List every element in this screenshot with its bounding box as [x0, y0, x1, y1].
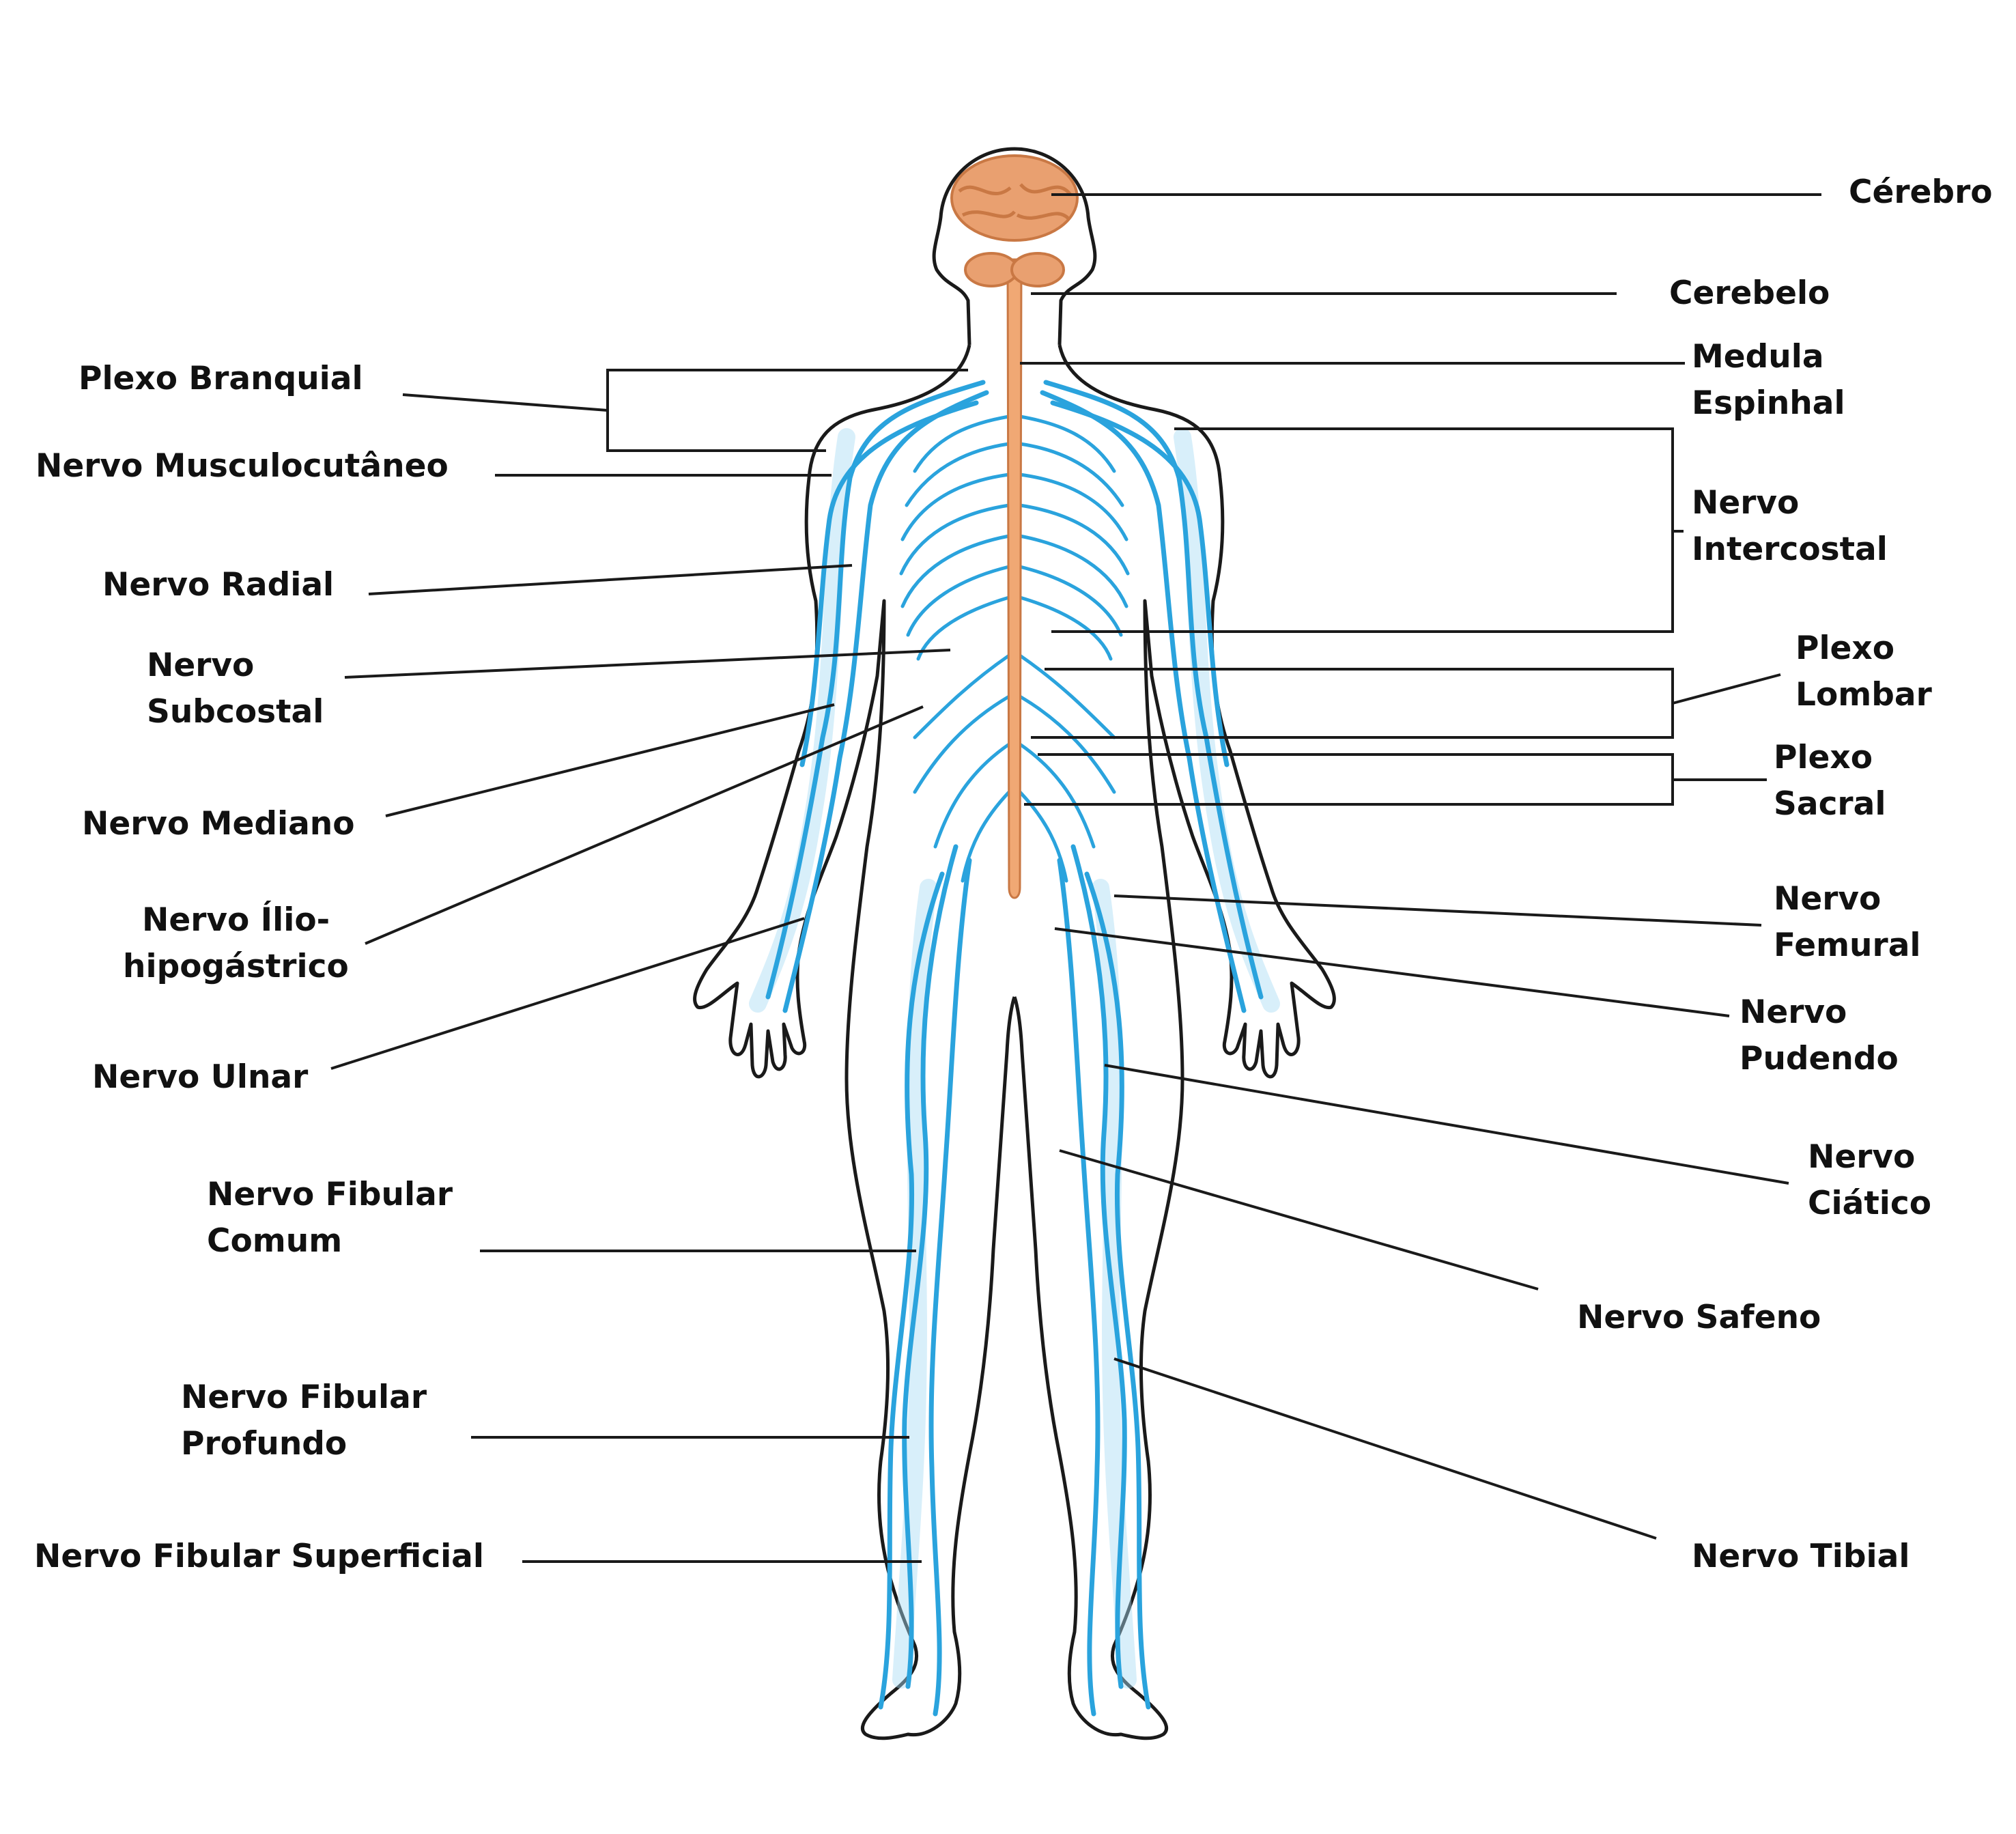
label-ilio-hipogastrico: Nervo Ílio- hipogástrico [123, 901, 349, 985]
label-radial: Nervo Radial [102, 566, 334, 604]
label-fibular-profundo: Nervo Fibular Profundo [181, 1379, 438, 1463]
cerebellum [964, 252, 1019, 287]
leader-safeno [1059, 1149, 1539, 1290]
leader-ciatico [1104, 1064, 1789, 1185]
label-medula-espinhal: Medula Espinhal [1692, 338, 1845, 422]
label-plexo-lombar: Plexo Lombar [1795, 630, 1933, 714]
bracket-plexo-sacral [1024, 753, 1767, 806]
label-plexo-lombar-line2: Lombar [1795, 676, 1933, 714]
right-side-outline [1012, 344, 1336, 1740]
label-subcostal-line2: Subcostal [147, 693, 324, 731]
label-subcostal: Nervo Subcostal [147, 647, 324, 731]
label-plexo-sacral-line1: Plexo [1774, 739, 1873, 776]
label-plexo-branquial: Plexo Branquial [79, 360, 363, 397]
spinal-cord [1006, 258, 1023, 899]
leader-ilio [365, 705, 924, 945]
label-fibular-comum-line1: Nervo Fibular [207, 1176, 453, 1213]
label-intercostal-line1: Nervo [1692, 484, 1799, 522]
label-fibular-superficial: Nervo Fibular Superficial [34, 1538, 484, 1575]
label-fibular-profundo-line2: Profundo [181, 1425, 347, 1463]
label-femural-line2: Femural [1774, 927, 1921, 964]
label-mediano: Nervo Mediano [82, 805, 355, 843]
label-safeno: Nervo Safeno [1577, 1299, 1821, 1336]
label-plexo-sacral: Plexo Sacral [1774, 739, 1886, 823]
leader-tibial [1113, 1357, 1657, 1540]
label-intercostal-line2: Intercostal [1692, 531, 1888, 568]
label-ulnar: Nervo Ulnar [92, 1058, 309, 1096]
intercostal-nerves [899, 414, 1130, 661]
central-nervous-system [950, 154, 1079, 899]
label-plexo-sacral-line2: Sacral [1774, 785, 1886, 823]
left-side-outline [693, 344, 1017, 1740]
leader-lines [330, 193, 1821, 1563]
label-ciatico-line1: Nervo [1808, 1138, 1915, 1176]
leader-ulnar [330, 917, 805, 1070]
label-ciatico: Nervo Ciático [1808, 1138, 1931, 1222]
peripheral-nerves [749, 380, 1280, 1717]
label-pudendo-line1: Nervo [1740, 993, 1847, 1031]
leader-pudendo [1054, 927, 1730, 1017]
leader-mediano [385, 703, 835, 817]
label-tibial: Nervo Tibial [1692, 1538, 1909, 1575]
leader-radial [368, 564, 853, 595]
label-medula-line2: Espinhal [1692, 384, 1845, 422]
label-cerebelo: Cerebelo [1669, 274, 1830, 312]
bracket-plexo-branquial [402, 369, 968, 452]
brain-illustration [950, 154, 1079, 287]
label-intercostal: Nervo Intercostal [1692, 484, 1888, 568]
labels: Cérebro Cerebelo Medula Espinhal Nervo I… [34, 173, 1993, 1575]
label-fibular-comum: Nervo Fibular Comum [207, 1176, 464, 1260]
label-ilio-line2: hipogástrico [123, 948, 349, 985]
label-subcostal-line1: Nervo [147, 647, 254, 684]
lumbar-sacral-branches [913, 653, 1116, 883]
leader-subcostal [344, 649, 951, 679]
label-femural: Nervo Femural [1774, 880, 1921, 964]
leader-femural [1113, 894, 1762, 927]
label-ilio-line1: Nervo Ílio- [142, 901, 330, 939]
leg-nerves [878, 844, 1151, 1717]
label-ciatico-line2: Ciático [1808, 1185, 1931, 1222]
label-cerebro: Cérebro [1849, 173, 1993, 211]
label-fibular-profundo-line1: Nervo Fibular [181, 1379, 427, 1416]
bracket-plexo-lombar [1031, 668, 1781, 739]
label-pudendo-line2: Pudendo [1740, 1040, 1899, 1077]
label-pudendo: Nervo Pudendo [1740, 993, 1899, 1077]
label-plexo-lombar-line1: Plexo [1795, 630, 1894, 667]
label-fibular-comum-line2: Comum [207, 1222, 342, 1260]
arm-nerves [765, 380, 1264, 1013]
label-femural-line1: Nervo [1774, 880, 1881, 918]
bracket-intercostal [1051, 427, 1684, 633]
label-medula-line1: Medula [1692, 338, 1824, 376]
label-musculocutaneo: Nervo Musculocutâneo [36, 447, 449, 485]
